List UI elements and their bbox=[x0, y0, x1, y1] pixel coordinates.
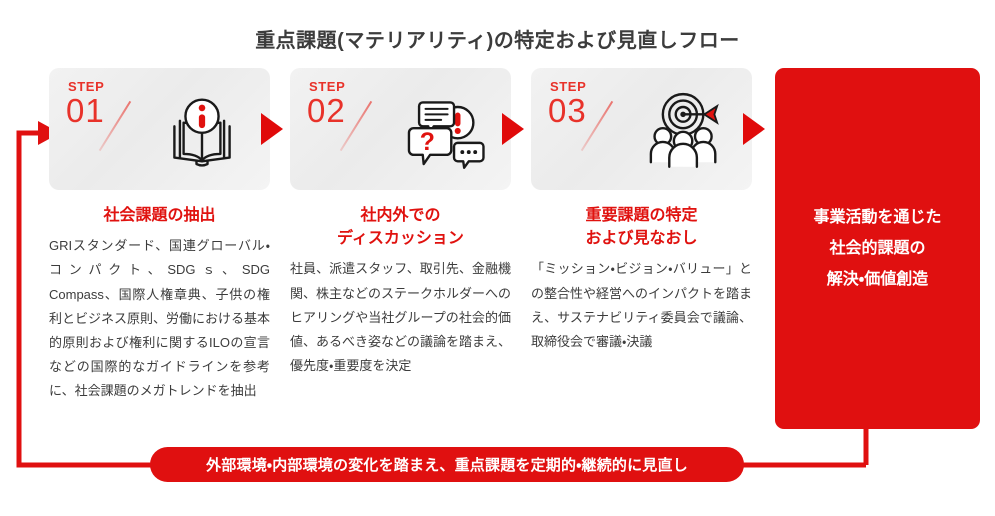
step-number-label-3: 03 bbox=[548, 92, 587, 129]
step-card-3: STEP 03 bbox=[531, 68, 752, 190]
step-card-1: STEP 01 bbox=[49, 68, 270, 190]
step-badge-1: STEP 01 bbox=[66, 79, 144, 152]
step-body-text-3: 「ミッション・ビジョン・バリュー」との整合性や経営へのインパクトを踏まえ、サステ… bbox=[531, 261, 753, 349]
step-badge-2: STEP 02 bbox=[307, 79, 385, 152]
step-description-3: 重要課題の特定 および見なおし 「ミッション・ビジョン・バリュー」との整合性や経… bbox=[531, 204, 752, 354]
step-word-label-1: STEP bbox=[68, 79, 105, 94]
step-badge-3: STEP 03 bbox=[548, 79, 626, 152]
arrow-step3-to-outcome bbox=[743, 113, 765, 145]
step-word-label-3: STEP bbox=[550, 79, 587, 94]
arrow-step1-to-step2 bbox=[261, 113, 283, 145]
feedback-pill-text: 外部環境・内部環境の変化を踏まえ、重点課題を定期的・継続的に見直し bbox=[206, 457, 688, 474]
speech-bubbles-discussion-icon: ? bbox=[397, 84, 489, 176]
step-body-text-2: 社員、派遣スタッフ、取引先、金融機関、株主などのステークホルダーへのヒアリングや… bbox=[290, 261, 512, 374]
outcome-panel-text: 事業活動を通じた 社会的課題の 解決・価値創造 bbox=[813, 208, 942, 289]
outcome-panel: 事業活動を通じた 社会的課題の 解決・価値創造 bbox=[775, 68, 980, 429]
step-card-2: STEP 02 ? bbox=[290, 68, 511, 190]
arrow-step2-to-step3 bbox=[502, 113, 524, 145]
step-heading-2: 社内外での ディスカッション bbox=[337, 207, 464, 248]
step-description-2: 社内外での ディスカッション 社員、派遣スタッフ、取引先、金融機関、株主などのス… bbox=[290, 204, 511, 378]
step-heading-3: 重要課題の特定 および見なおし bbox=[585, 207, 698, 248]
open-book-info-icon bbox=[156, 84, 248, 176]
target-people-icon bbox=[638, 84, 730, 176]
step-word-label-2: STEP bbox=[309, 79, 346, 94]
feedback-pill: 外部環境・内部環境の変化を踏まえ、重点課題を定期的・継続的に見直し bbox=[150, 447, 744, 482]
step-body-text-1: GRIスタンダード、国連グローバル・コンパクト、SDGｓ、SDG Compass… bbox=[49, 238, 271, 399]
step-description-1: 社会課題の抽出 GRIスタンダード、国連グローバル・コンパクト、SDGｓ、SDG… bbox=[49, 204, 270, 403]
step-number-label-1: 01 bbox=[66, 92, 105, 129]
step-heading-1: 社会課題の抽出 bbox=[103, 207, 216, 224]
svg-text:?: ? bbox=[420, 129, 435, 156]
step-number-label-2: 02 bbox=[307, 92, 346, 129]
page-title: 重点課題(マテリアリティ)の特定および見直しフロー bbox=[255, 30, 740, 52]
